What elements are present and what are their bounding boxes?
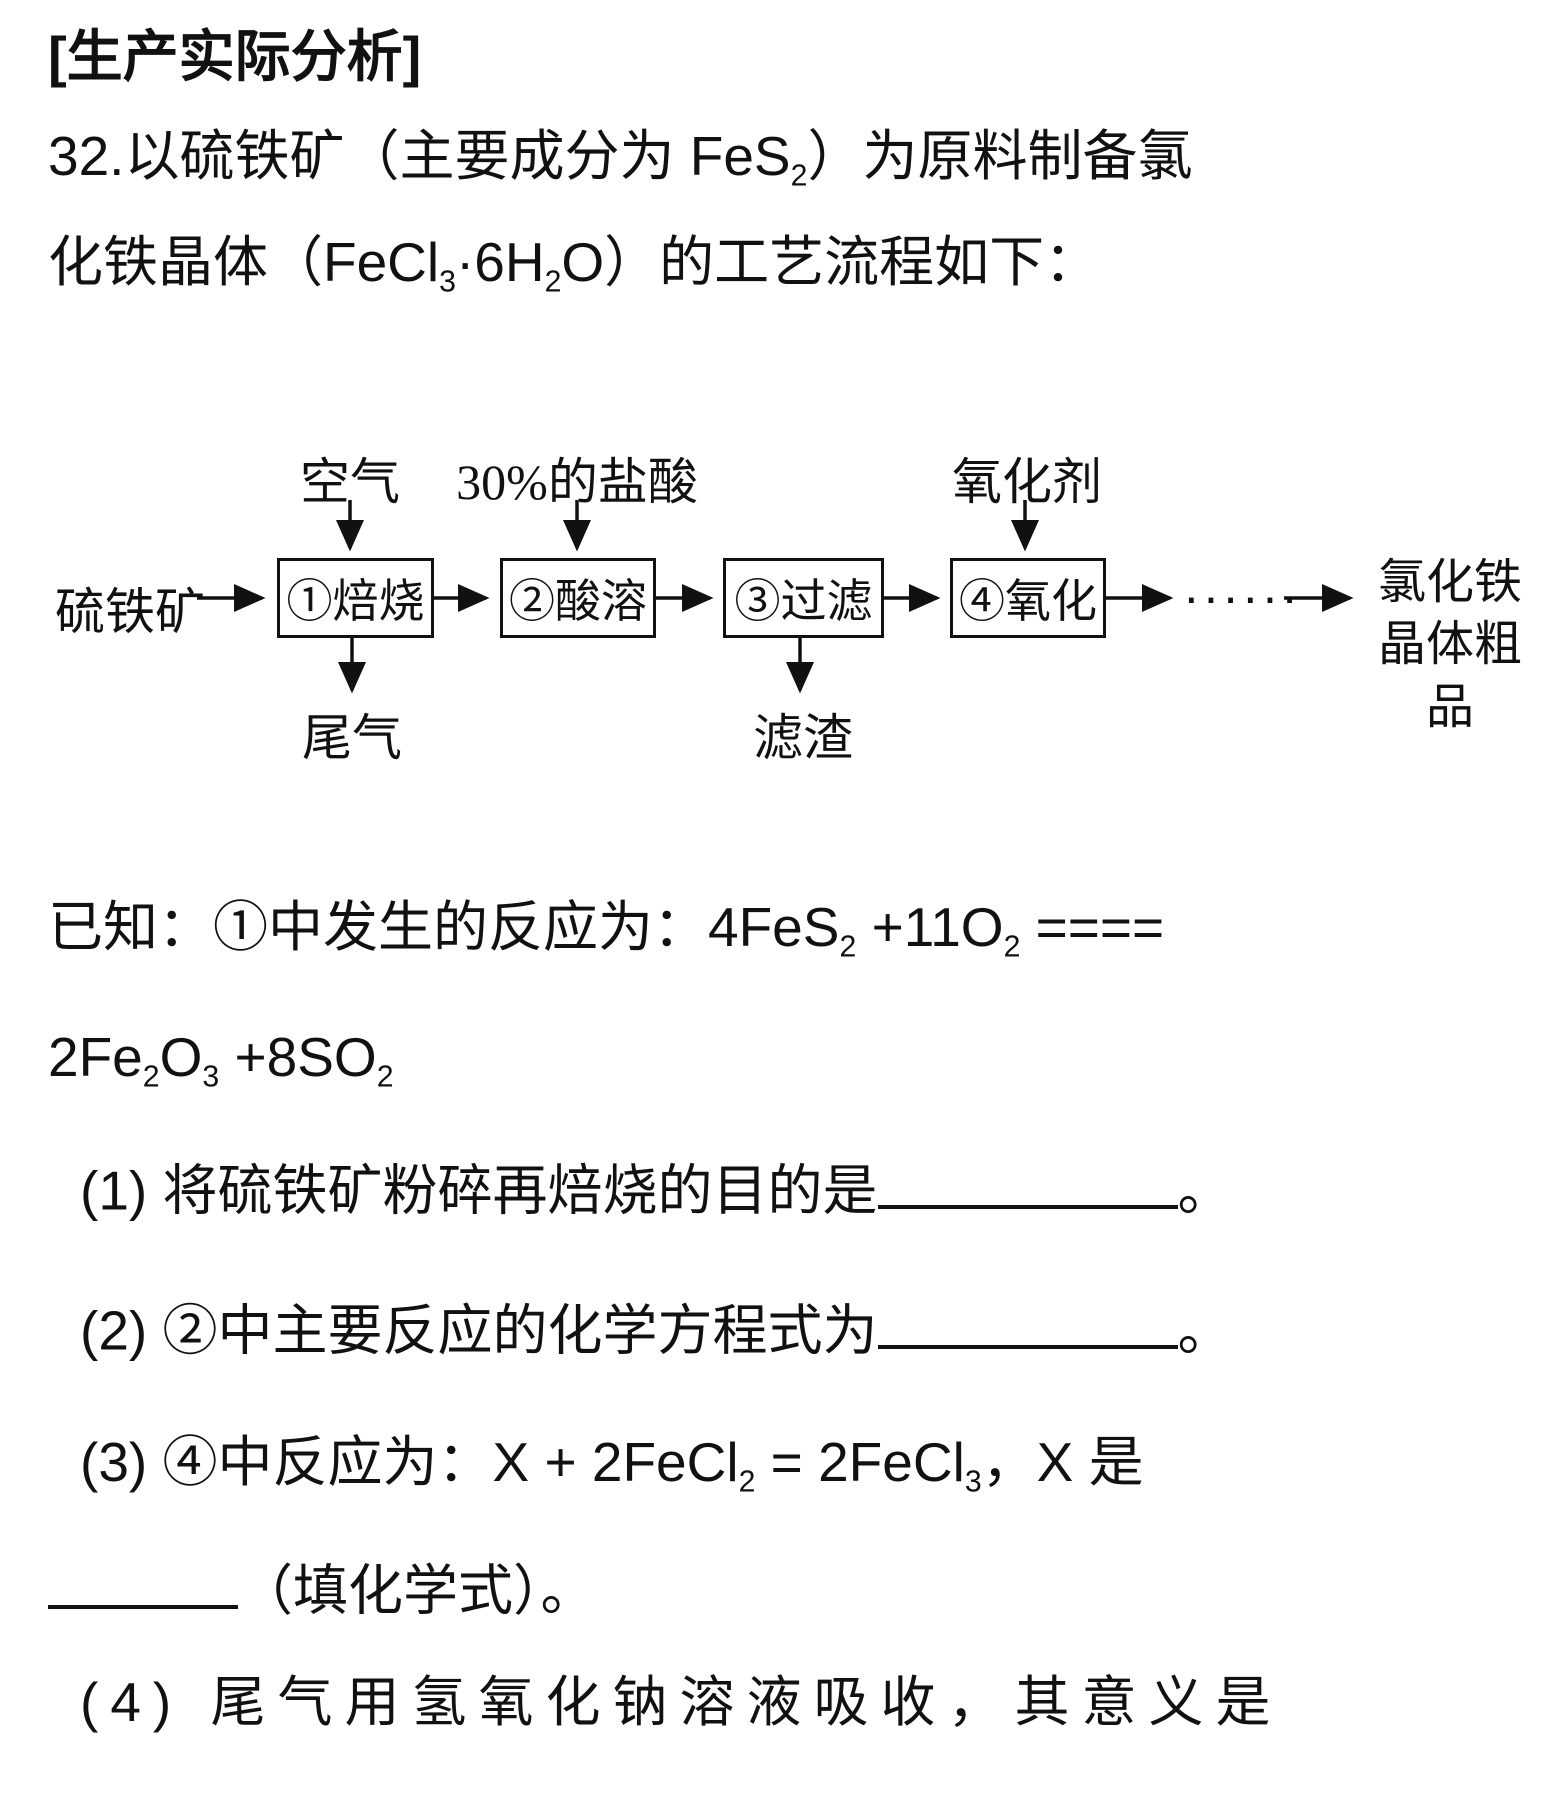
problem-line-2-text2: ·6H xyxy=(455,231,545,293)
offgas-label: 尾气 xyxy=(302,710,402,766)
question-1-period: 。 xyxy=(1177,1159,1233,1222)
problem-line-2: 化铁晶体（FeCl3·6H2O）的工艺流程如下： xyxy=(48,228,1099,301)
subscript: 2 xyxy=(1003,930,1021,964)
answer-blank-2 xyxy=(877,1293,1178,1350)
question-3-text2: = 2FeCl xyxy=(755,1431,965,1493)
step-box-roasting: ①焙烧 xyxy=(277,558,434,638)
subscript: 2 xyxy=(738,1465,756,1499)
product-label-line1: 氯化铁 xyxy=(1377,556,1522,609)
question-3-text3: ，X 是 xyxy=(981,1431,1144,1493)
subscript: 2 xyxy=(790,159,808,193)
section-heading: [生产实际分析] xyxy=(48,22,421,92)
subscript: 2 xyxy=(376,1060,394,1094)
question-3-suffix: （填化学式）。 xyxy=(238,1559,596,1622)
subscript: 3 xyxy=(202,1060,220,1094)
known2-text3: +8SO xyxy=(219,1026,377,1088)
known-equation-line-1: 已知：①中发生的反应为：4FeS2 +11O2 ==== xyxy=(48,893,1164,966)
known-text: 已知：①中发生的反应为：4FeS xyxy=(48,896,840,958)
product-label-line2: 晶体粗品 xyxy=(1377,618,1522,734)
subscript: 3 xyxy=(964,1465,982,1499)
question-4-text: (4) 尾气用氢氧化钠溶液吸收，其意义是 xyxy=(80,1671,1283,1733)
question-3-line-1: (3) ④中反应为：X + 2FeCl2 = 2FeCl3，X 是 xyxy=(80,1428,1144,1501)
residue-label: 滤渣 xyxy=(753,710,853,766)
known-text2: +11O xyxy=(856,896,1004,958)
step-box-acid-dissolve: ②酸溶 xyxy=(500,558,656,638)
question-2-period: 。 xyxy=(1177,1299,1233,1362)
subscript: 2 xyxy=(142,1060,160,1094)
question-3-text: (3) ④中反应为：X + 2FeCl xyxy=(80,1431,739,1493)
feed-label: 硫铁矿 xyxy=(55,584,205,640)
subscript: 2 xyxy=(544,265,562,299)
flow-arrows xyxy=(197,500,1354,694)
process-flow-diagram: 空气 30%的盐酸 氧化剂 硫铁矿 ①焙烧 ②酸溶 ③过滤 ④氧化 ······… xyxy=(0,440,1546,775)
question-1-text: (1) 将硫铁矿粉碎再焙烧的目的是 xyxy=(80,1159,878,1222)
problem-line-1-text: 32.以硫铁矿（主要成分为 FeS xyxy=(48,125,791,187)
question-1: (1) 将硫铁矿粉碎再焙烧的目的是 。 xyxy=(80,1153,1233,1225)
problem-line-2-text3: O）的工艺流程如下： xyxy=(561,231,1100,293)
known-equation-line-2: 2Fe2O3 +8SO2 xyxy=(48,1023,394,1096)
section-heading-text: [生产实际分析] xyxy=(48,25,422,88)
answer-blank-3 xyxy=(48,1553,238,1610)
question-2: (2) ②中主要反应的化学方程式为 。 xyxy=(80,1293,1233,1365)
step-box-oxidize: ④氧化 xyxy=(950,558,1106,638)
answer-blank-1 xyxy=(877,1153,1178,1210)
subscript: 2 xyxy=(839,930,857,964)
step-box-filter: ③过滤 xyxy=(723,558,884,638)
question-4: (4) 尾气用氢氧化钠溶液吸收，其意义是 xyxy=(80,1668,1283,1737)
question-2-text: (2) ②中主要反应的化学方程式为 xyxy=(80,1299,878,1362)
input-oxidant-label: 氧化剂 xyxy=(952,454,1102,510)
known-equals: ==== xyxy=(1020,896,1165,958)
known2-text2: O xyxy=(159,1026,203,1088)
problem-line-1-text2: ）为原料制备氯 xyxy=(807,125,1193,187)
question-3-line-2: （填化学式）。 xyxy=(48,1553,596,1625)
problem-line-2-text: 化铁晶体（FeCl xyxy=(48,231,440,293)
known2-text: 2Fe xyxy=(48,1026,143,1088)
problem-line-1: 32.以硫铁矿（主要成分为 FeS2）为原料制备氯 xyxy=(48,122,1192,195)
ellipsis: ······ xyxy=(1183,569,1301,625)
subscript: 3 xyxy=(439,265,456,299)
product-label: 氯化铁 晶体粗品 xyxy=(1355,552,1545,739)
input-air-label: 空气 xyxy=(300,454,400,510)
input-acid-label: 30%的盐酸 xyxy=(456,454,698,510)
